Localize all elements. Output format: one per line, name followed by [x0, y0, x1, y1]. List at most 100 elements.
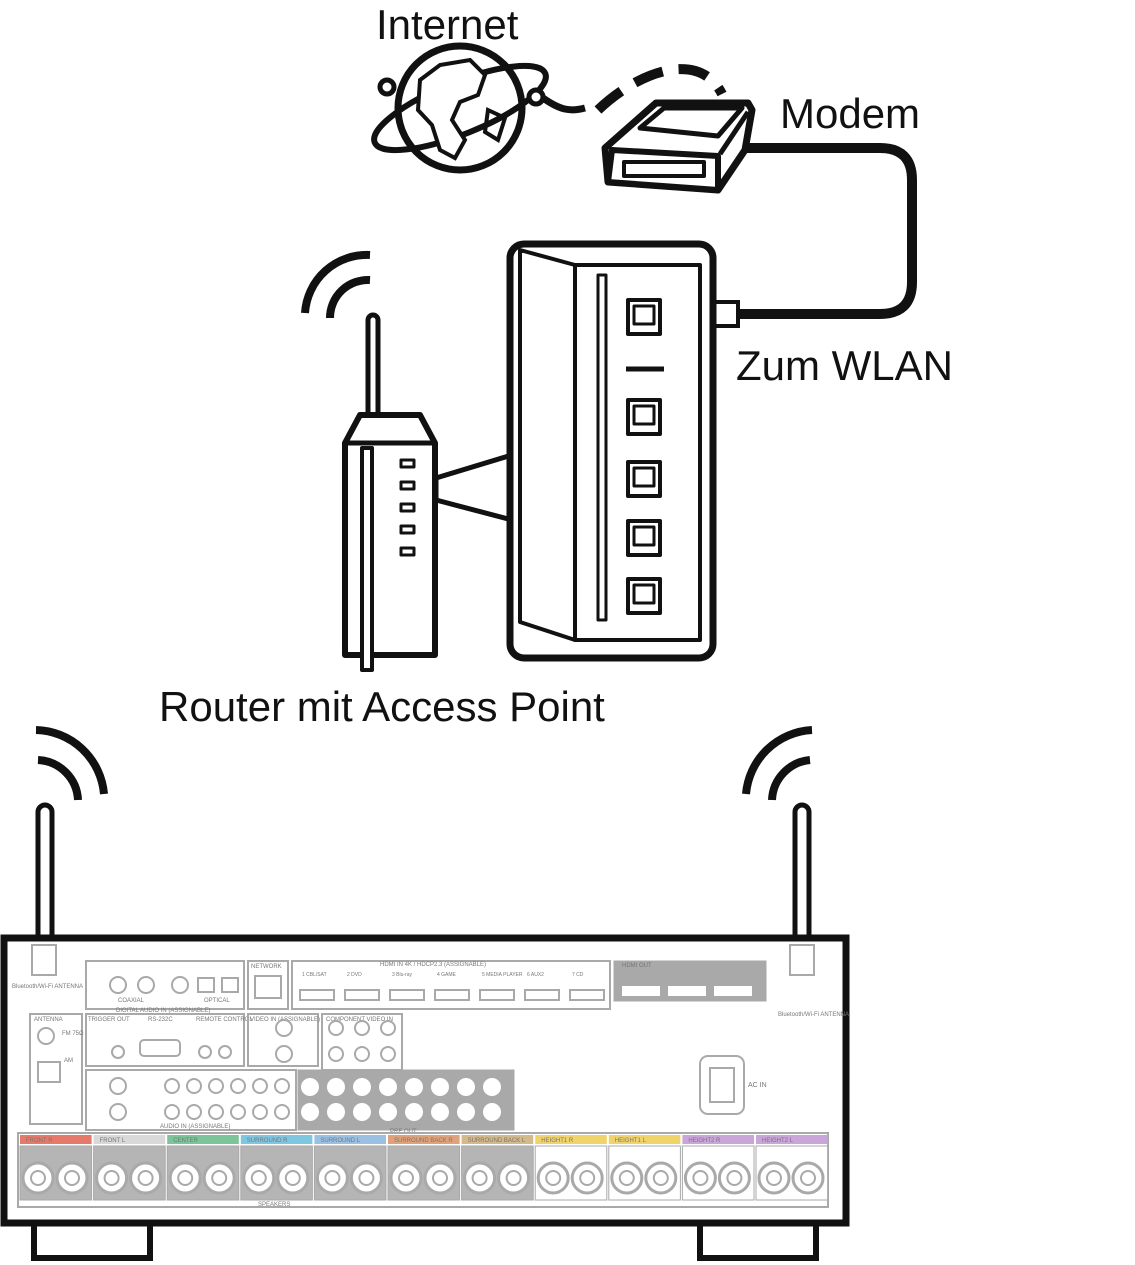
speaker-terminal	[497, 1161, 531, 1195]
speaker-terminal	[129, 1161, 163, 1195]
pre-out-jack	[483, 1103, 501, 1121]
hdmi-in-label: HDMI IN 4K / HDCP2.3 (ASSIGNABLE)	[380, 962, 486, 968]
pre-out-jack	[405, 1103, 423, 1121]
pre-out-jack	[327, 1103, 345, 1121]
speaker-group-label: HEIGHT1 R	[541, 1138, 574, 1144]
speaker-terminal	[55, 1161, 89, 1195]
audio-jack	[252, 1104, 268, 1120]
hdmi-input-label: 1 CBL/SAT	[302, 972, 327, 978]
audio-jack	[164, 1104, 180, 1120]
speaker-terminal-core	[766, 1170, 782, 1186]
speaker-terminal	[276, 1161, 310, 1195]
lan-port-icon	[626, 460, 662, 498]
speaker-group-label: HEIGHT2 R	[688, 1138, 721, 1144]
rs232c-label: RS-232C	[148, 1017, 173, 1023]
pre-out-jack	[483, 1078, 501, 1096]
lan-port-icon	[626, 519, 662, 557]
speaker-terminal	[791, 1161, 825, 1195]
hdmi-port	[344, 989, 380, 1001]
hdmi-port	[569, 989, 605, 1001]
hdmi-input-label: 3 Blu-ray	[392, 972, 413, 978]
pre-out-jack	[405, 1078, 423, 1096]
phono-jack	[109, 1103, 127, 1121]
speaker-terminal-core	[324, 1170, 341, 1186]
pre-out-jack	[353, 1103, 371, 1121]
lan-port-icon	[626, 577, 662, 615]
speaker-group-label: FRONT R	[26, 1138, 53, 1144]
internet-globe-icon	[371, 42, 549, 174]
internet-line	[540, 95, 586, 114]
speaker-terminal	[21, 1161, 55, 1195]
speaker-terminal-core	[726, 1170, 743, 1186]
speaker-terminal	[168, 1161, 202, 1195]
pre-out-jack	[457, 1103, 475, 1121]
speaker-group-label: FRONT L	[100, 1138, 126, 1144]
speaker-terminal	[389, 1161, 423, 1195]
audio-jack	[274, 1078, 290, 1094]
pre-out-jack	[379, 1078, 397, 1096]
speaker-group-label: SURROUND L	[320, 1138, 360, 1144]
pre-out-jack	[431, 1078, 449, 1096]
wan-port-icon	[626, 298, 662, 336]
speaker-group-header	[756, 1135, 828, 1144]
speaker-terminal	[717, 1161, 751, 1195]
speaker-group-header	[167, 1135, 239, 1144]
speaker-terminal-core	[471, 1170, 488, 1186]
hdmi-input-label: 4 GAME	[437, 972, 457, 978]
network-label: NETWORK	[251, 964, 282, 970]
digital-audio-label: DIGITAL AUDIO IN (ASSIGNABLE)	[116, 1008, 210, 1014]
audio-jack	[274, 1104, 290, 1120]
internet-label: Internet	[376, 1, 519, 48]
speaker-terminal	[463, 1161, 497, 1195]
antenna-right-label: Bluetooth/Wi-Fi ANTENNA	[778, 1012, 849, 1018]
antenna-left-label: Bluetooth/Wi-Fi ANTENNA	[12, 984, 83, 990]
speaker-group-header	[20, 1135, 92, 1144]
speaker-terminal-core	[652, 1170, 669, 1186]
router-port-panel	[506, 240, 717, 662]
speaker-terminal-core	[284, 1170, 301, 1186]
speaker-group-header	[535, 1135, 607, 1144]
receiver-wifi-right-icon	[742, 726, 813, 801]
hdmi-port	[434, 989, 470, 1001]
speaker-terminal-core	[137, 1170, 154, 1186]
speaker-terminal-core	[30, 1170, 46, 1186]
receiver-foot-left	[31, 1222, 153, 1261]
speaker-terminal-core	[358, 1170, 375, 1186]
speaker-group-header	[388, 1135, 460, 1144]
speaker-terminal-core	[692, 1170, 709, 1186]
speaker-terminal-core	[177, 1170, 194, 1186]
trigger-out-label: TRIGGER OUT	[88, 1017, 130, 1023]
speaker-terminal	[315, 1161, 349, 1195]
speaker-group-label: HEIGHT2 L	[762, 1138, 794, 1144]
pre-out-jack	[431, 1103, 449, 1121]
antenna-label: ANTENNA	[34, 1017, 63, 1023]
modem-label: Modem	[780, 90, 921, 137]
pre-out-jack	[327, 1078, 345, 1096]
speaker-terminal-core	[398, 1170, 414, 1186]
audio-jack	[186, 1104, 202, 1120]
hdmi-input-label: 6 AUX2	[527, 972, 544, 978]
speaker-group-header	[682, 1135, 754, 1144]
receiver-antenna-left-icon	[35, 802, 55, 958]
speaker-group-label: SURROUND BACK R	[394, 1138, 453, 1144]
wlan-label: Zum WLAN	[736, 342, 954, 389]
pre-out-jack	[353, 1078, 371, 1096]
am-label: AM	[64, 1058, 73, 1064]
speaker-group-header	[461, 1135, 534, 1144]
speaker-terminal	[349, 1161, 383, 1195]
speaker-group-label: HEIGHT1 L	[615, 1138, 647, 1144]
lan-port-icon	[626, 398, 662, 436]
speaker-terminal-core	[800, 1170, 816, 1186]
speaker-group-label: SURROUND BACK L	[468, 1138, 526, 1144]
phono-jack	[109, 1077, 127, 1095]
speaker-terminal-core	[211, 1170, 228, 1186]
pre-out-jack	[301, 1103, 319, 1121]
audio-in-label: AUDIO IN (ASSIGNABLE)	[160, 1124, 230, 1130]
audio-jack	[186, 1078, 202, 1094]
pre-out-jack	[301, 1078, 319, 1096]
ethernet-cable	[738, 143, 917, 319]
audio-jack	[252, 1078, 268, 1094]
speaker-terminal	[610, 1161, 644, 1195]
speaker-terminal-core	[579, 1170, 596, 1186]
receiver-antenna-right-icon	[792, 802, 812, 958]
